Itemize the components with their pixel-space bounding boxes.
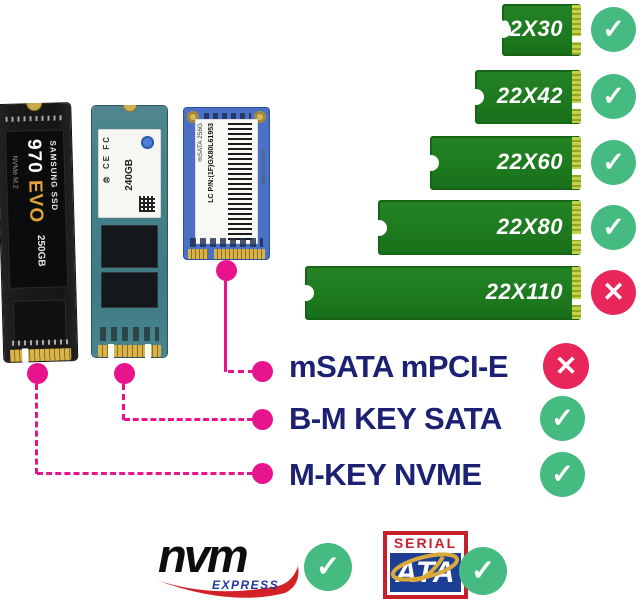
- screw-notch: [298, 285, 314, 301]
- size-bar-22x60: 22X60: [423, 136, 581, 190]
- key-notch: [22, 348, 29, 363]
- callout-line: [124, 418, 253, 421]
- msata-connector: [188, 249, 208, 259]
- nvme-logo-subtext: EXPRESS: [212, 578, 280, 592]
- barcode: [228, 123, 252, 240]
- msata-ssd-photo: mSATA 256G LC P/N:(1F)GX80L61953 Made in…: [184, 108, 269, 259]
- serial-ata-logo: SERIAL ATA: [383, 531, 468, 599]
- interface-label-msata: mSATA mPCI-E: [289, 349, 509, 384]
- callout-line: [228, 370, 254, 373]
- screw-notch: [371, 219, 387, 236]
- edge-connector: [572, 71, 581, 123]
- size-bar-22x30: 22X30: [495, 4, 581, 56]
- nvme-swoosh-icon: [156, 566, 299, 598]
- callout-dot-msata-ssd: [216, 260, 237, 281]
- nand-chip: [101, 272, 158, 308]
- check-icon: ✓: [591, 74, 636, 119]
- check-icon: ✓: [540, 396, 585, 441]
- size-bar-22x80: 22X80: [371, 200, 581, 255]
- check-icon: ✓: [304, 543, 352, 591]
- check-icon: ✓: [591, 140, 636, 185]
- cert-marks: ⑩ CE FC: [102, 135, 111, 185]
- nvme-logo-text: nvm: [158, 529, 249, 582]
- key-notch: [108, 344, 115, 358]
- bm-key-sata-ssd-photo: ⑩ CE FC 240GB: [92, 105, 167, 358]
- msata-connector: [214, 249, 265, 259]
- smd-components: [100, 327, 159, 341]
- brand-text: SAMSUNG SSD: [48, 140, 60, 212]
- edge-connector: [572, 267, 581, 319]
- nand-chip: [101, 225, 158, 268]
- callout-dot-label: [252, 361, 273, 382]
- ssd-label: ⑩ CE FC 240GB: [98, 129, 161, 218]
- screw-notch: [122, 105, 137, 112]
- made-in-text: Made in China: [261, 149, 267, 185]
- cross-icon: ✕: [591, 270, 636, 315]
- size-label: 22X110: [485, 278, 563, 304]
- pcb-marking: [11, 339, 69, 346]
- screw-notch: [423, 155, 439, 171]
- screw-notch: [25, 102, 42, 112]
- smd-components: [204, 113, 251, 121]
- sata-gold-swoosh-icon: [390, 552, 460, 582]
- callout-dot-nvme-ssd: [27, 363, 48, 384]
- callout-line: [37, 472, 253, 475]
- vendor-logo-icon: [141, 136, 154, 149]
- interface-label-m-key-nvme: M-KEY NVME: [289, 457, 482, 492]
- check-icon: ✓: [591, 7, 636, 52]
- edge-connector: [572, 137, 581, 189]
- callout-line: [122, 384, 125, 420]
- model-text: 970 EVO: [23, 138, 47, 224]
- ssd-label: mSATA 256G LC P/N:(1F)GX80L61953 Made in…: [195, 119, 267, 244]
- capacity-text: 250GB: [34, 234, 47, 267]
- check-icon: ✓: [540, 452, 585, 497]
- callout-line: [35, 384, 38, 474]
- size-label: 22X30: [496, 15, 563, 41]
- capacity-text: 240GB: [124, 159, 135, 191]
- key-notch: [144, 344, 151, 358]
- callout-dot-sata-ssd: [114, 363, 135, 384]
- sata-logo-top-text: SERIAL: [393, 535, 458, 551]
- callout-dot-label: [252, 463, 273, 484]
- label-text: mSATA 256G: [197, 123, 204, 162]
- cross-icon: ✕: [543, 343, 589, 389]
- screw-notch: [468, 89, 484, 105]
- ssd-label: SAMSUNG SSD 970 EVO NVMe M.2 250GB: [4, 129, 69, 289]
- pcb-marking: [5, 115, 63, 122]
- part-number-text: LC P/N:(1F)GX80L61953: [208, 123, 215, 203]
- size-label: 22X80: [496, 213, 563, 239]
- edge-connector: [572, 201, 581, 254]
- samsung-970-evo-ssd-photo: SAMSUNG SSD 970 EVO NVMe M.2 250GB: [0, 102, 78, 363]
- size-bar-22x110: 22X110: [298, 266, 581, 320]
- callout-line: [224, 279, 227, 372]
- nand-chip: [12, 299, 67, 343]
- edge-connector: [572, 5, 581, 55]
- check-icon: ✓: [591, 205, 636, 250]
- callout-dot-label: [252, 409, 273, 430]
- qr-code: [139, 196, 155, 212]
- interface-text: NVMe M.2: [10, 155, 19, 189]
- check-icon: ✓: [459, 547, 507, 595]
- nvm-express-logo: nvm EXPRESS: [152, 529, 304, 598]
- smd-components: [190, 238, 263, 247]
- interface-label-bm-key-sata: B-M KEY SATA: [289, 401, 502, 436]
- screw-notch: [495, 22, 511, 38]
- size-label: 22X42: [496, 82, 563, 108]
- size-bar-22x42: 22X42: [468, 70, 581, 124]
- size-label: 22X60: [496, 148, 563, 174]
- b-m-key-connector: [98, 344, 161, 358]
- m-key-connector: [10, 348, 72, 363]
